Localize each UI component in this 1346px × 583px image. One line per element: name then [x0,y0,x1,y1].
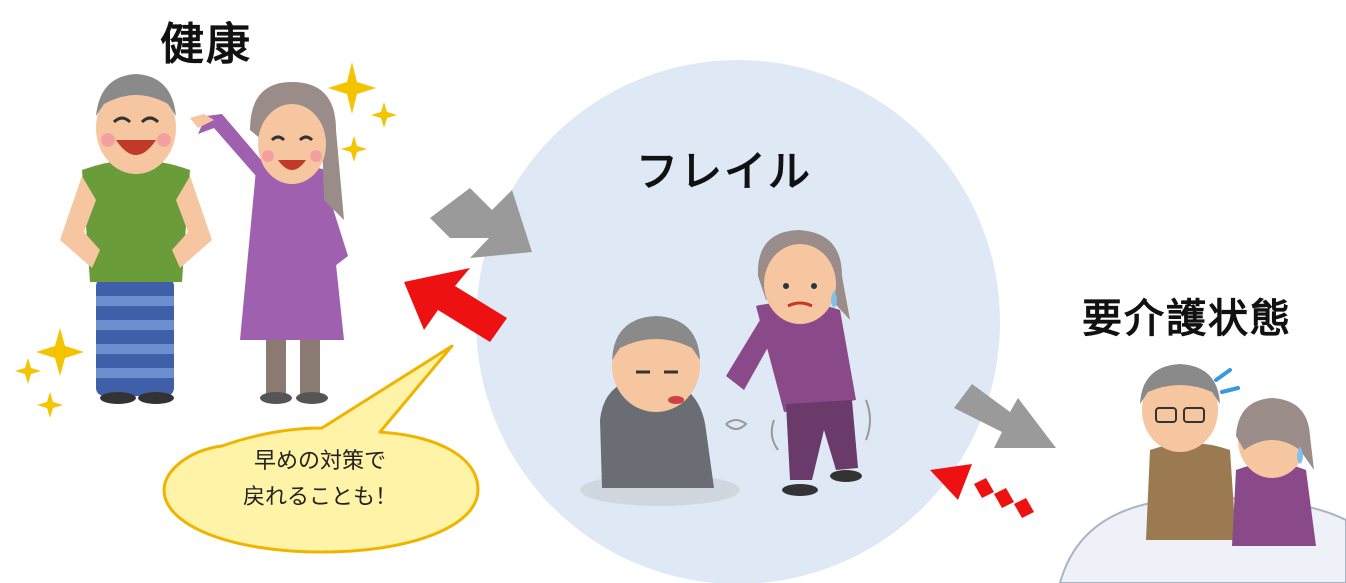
label-care-needed: 要介護状態 [1082,296,1292,342]
speech-bubble-line-1: 早めの対策で [253,449,386,474]
sparkle-icon [15,62,397,418]
label-frailty: フレイル [636,147,813,196]
frail-sitting-man-illustration [580,316,748,506]
dotted-arrow-care-to-frail [930,464,1034,518]
arrow-frail-to-healthy [404,268,507,342]
speech-bubble [162,344,480,554]
frail-standing-woman-illustration [726,230,871,496]
speech-bubble-line-2: 戻れることも！ [242,485,397,510]
arrow-frail-to-care [954,384,1056,448]
healthy-man-illustration [60,74,212,404]
label-healthy: 健康 [160,19,252,70]
speech-bubble-text: 早めの対策で 戻れることも！ [200,444,440,516]
healthy-woman-illustration [190,82,348,404]
arrow-healthy-to-frail [430,188,532,258]
care-state-couple-illustration [1058,364,1346,583]
